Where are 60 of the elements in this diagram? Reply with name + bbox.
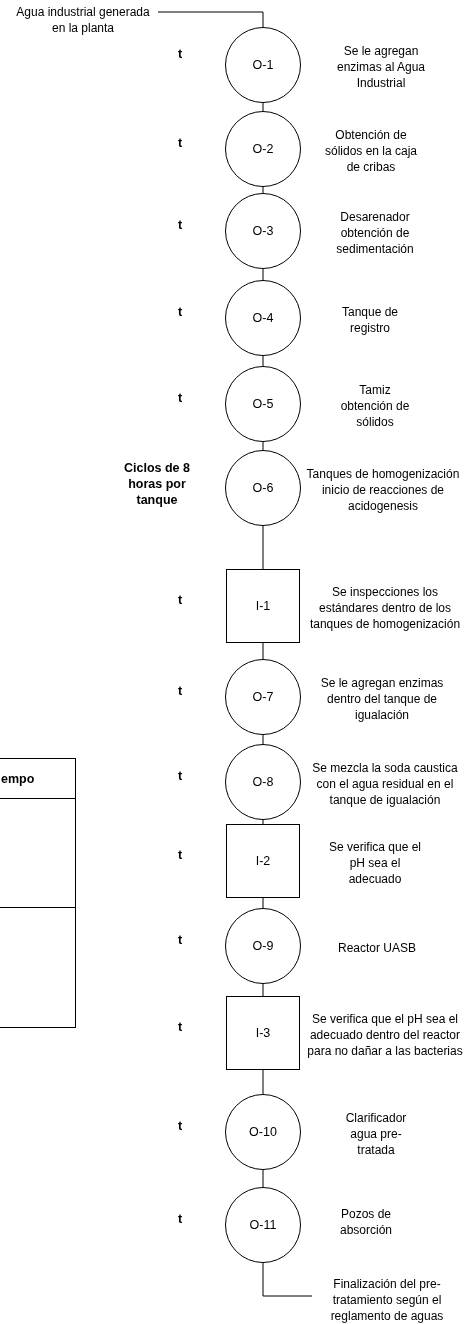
inspection-square: I-1 xyxy=(226,569,300,643)
time-label: t xyxy=(178,135,183,151)
step-description: Tanque de registro xyxy=(340,304,400,336)
time-label: t xyxy=(178,1211,183,1227)
inspection-square: I-2 xyxy=(226,824,300,898)
operation-circle: O-10 xyxy=(225,1094,301,1170)
connector-line xyxy=(262,897,264,909)
time-label: t xyxy=(178,390,183,406)
step-description: Se inspecciones los estándares dentro de los tanques de homogenización xyxy=(309,584,461,632)
time-label: t xyxy=(178,847,183,863)
connector-line xyxy=(262,983,264,997)
operation-circle: O-2 xyxy=(225,111,301,187)
operation-circle: O-6 xyxy=(225,450,301,526)
time-label: t xyxy=(178,217,183,233)
step-description: Clarificador agua pre-tratada xyxy=(344,1110,408,1158)
connector-line xyxy=(262,268,264,281)
time-label: t xyxy=(178,304,183,320)
connector-line xyxy=(262,734,264,745)
flow-text: Agua industrial generada en la planta xyxy=(8,4,158,36)
step-description: Se mezcla la soda caustica con el agua residual en el tanque de igualación xyxy=(311,760,459,808)
connector-line xyxy=(262,102,264,112)
step-description: Tanques de homogenización inicio de reacciones de acidogenesis xyxy=(305,466,461,514)
connector-line xyxy=(262,186,264,194)
operation-circle: O-1 xyxy=(225,27,301,103)
operation-circle: O-4 xyxy=(225,280,301,356)
step-description: Obtención de sólidos en la caja de cribas xyxy=(323,127,419,175)
connector-line xyxy=(157,11,264,28)
connector-line xyxy=(262,1169,264,1188)
step-description: Pozos de absorción xyxy=(339,1206,393,1238)
operation-circle: O-11 xyxy=(225,1187,301,1263)
connector-line xyxy=(262,355,264,367)
step-description: Se le agregan enzimas al Agua Industrial xyxy=(335,43,427,91)
cycle-note: Ciclos de 8 horas por tanque xyxy=(123,460,191,508)
time-label: t xyxy=(178,1118,183,1134)
inspection-square: I-3 xyxy=(226,996,300,1070)
connector-line xyxy=(262,819,264,825)
time-label: t xyxy=(178,932,183,948)
time-label: t xyxy=(178,768,183,784)
connector-line xyxy=(262,441,264,451)
step-description: Tamiz obtención de sólidos xyxy=(339,382,411,430)
column-header: empo xyxy=(0,771,35,786)
connector-line xyxy=(262,525,264,570)
connector-line xyxy=(262,1069,264,1095)
time-label: t xyxy=(178,46,183,62)
time-label: t xyxy=(178,592,183,608)
connector-line xyxy=(262,642,264,660)
time-label: t xyxy=(178,1019,183,1035)
step-description: Se verifica que el pH sea el adecuado dentro del reactor para no dañar a las bacterias xyxy=(306,1011,464,1059)
step-description: Se verifica que el pH sea el adecuado xyxy=(327,839,423,887)
flow-text: Finalización del pre-tratamiento según el reglamento de aguas xyxy=(312,1276,462,1324)
step-description: Desarenador obtención de sedimentación xyxy=(335,209,415,257)
operation-circle: O-9 xyxy=(225,908,301,984)
operation-circle: O-7 xyxy=(225,659,301,735)
operation-circle: O-5 xyxy=(225,366,301,442)
step-description: Reactor UASB xyxy=(337,940,417,956)
operation-circle: O-3 xyxy=(225,193,301,269)
connector-line xyxy=(262,1262,313,1297)
time-label: t xyxy=(178,683,183,699)
step-description: Se le agregan enzimas dentro del tanque de igualación xyxy=(319,675,445,723)
operation-circle: O-8 xyxy=(225,744,301,820)
